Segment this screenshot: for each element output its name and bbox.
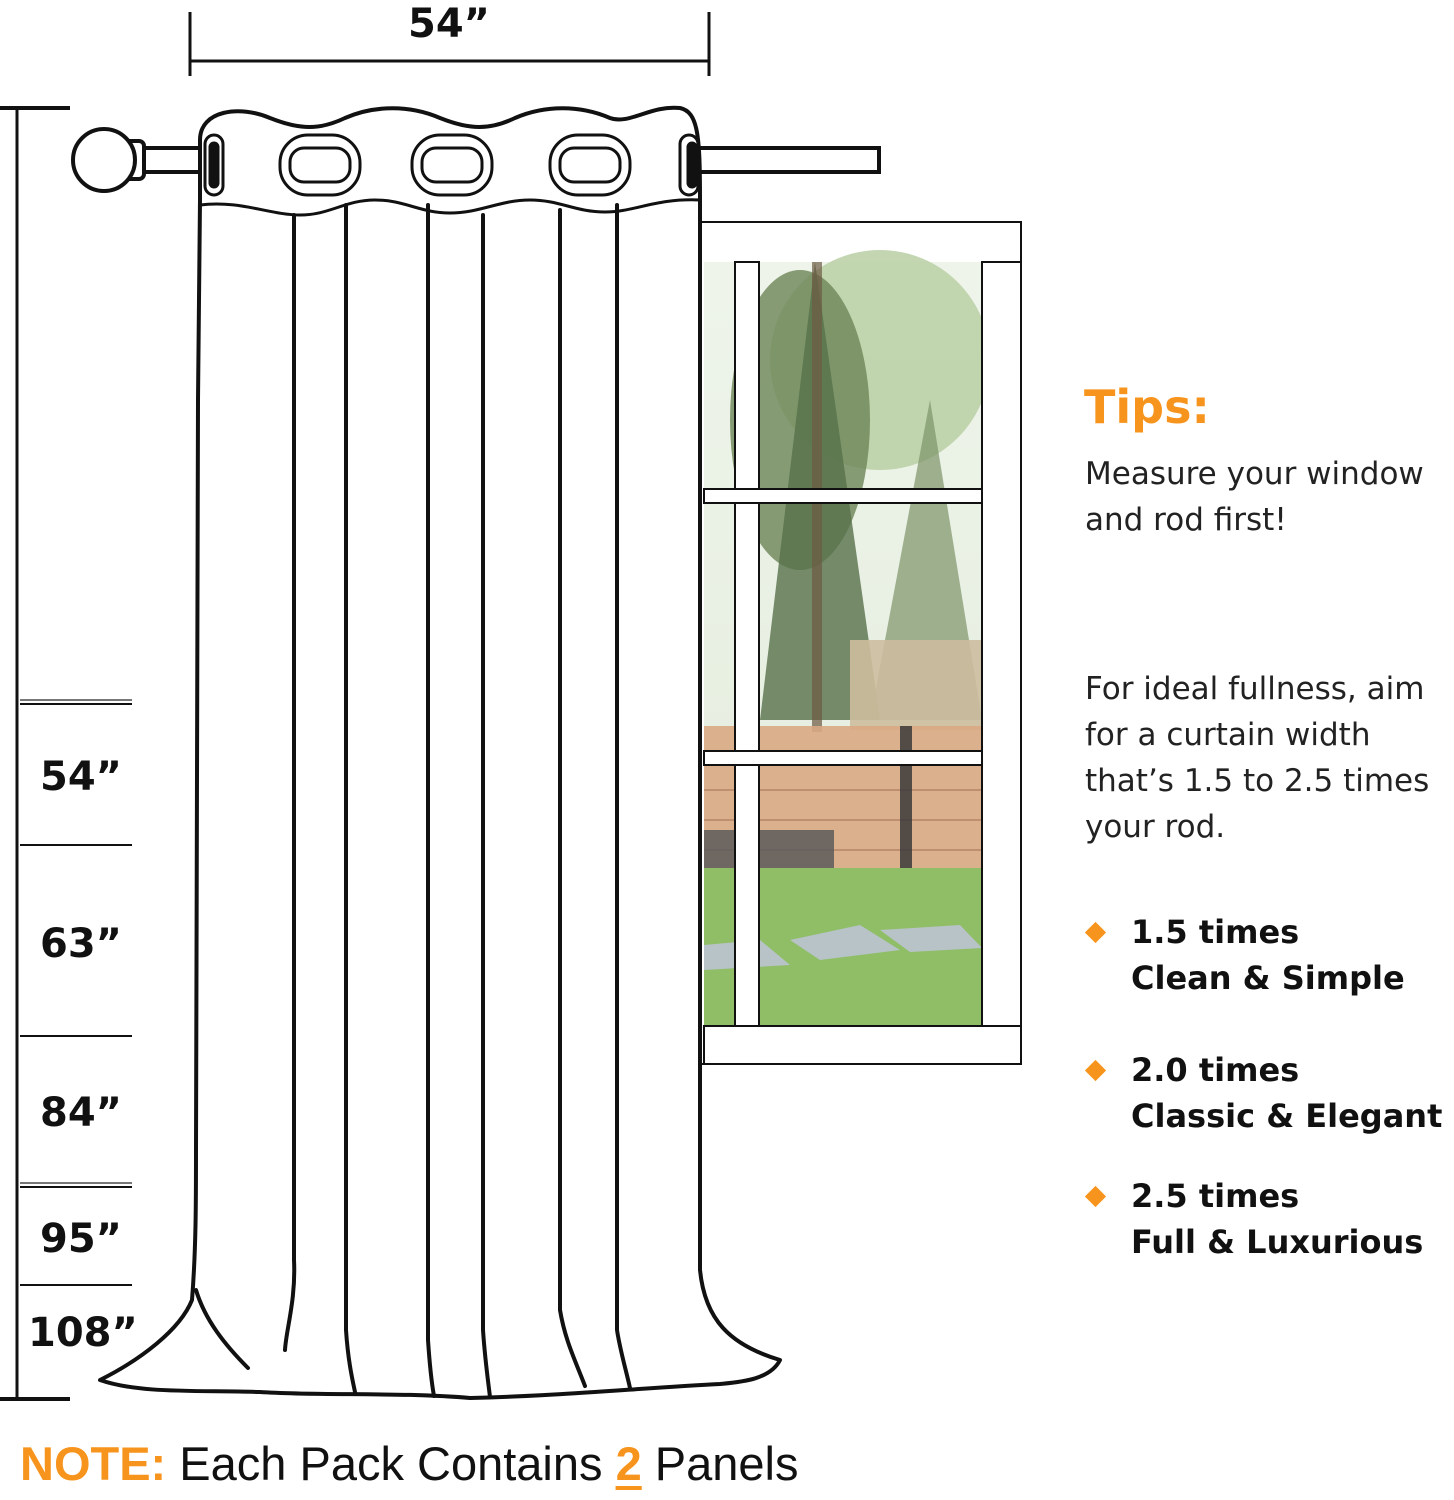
tips-title: Tips: [1084, 380, 1210, 434]
window [699, 221, 1022, 1065]
grommets [203, 133, 700, 197]
note-label: NOTE: [20, 1437, 167, 1490]
length-label-95: 95” [40, 1216, 122, 1262]
tip-fullness: For ideal fullness, aim for a curtain wi… [1085, 671, 1430, 845]
width-label: 54” [408, 1, 490, 47]
option-multiplier: 1.5 times [1131, 913, 1300, 951]
note: NOTE: Each Pack Contains 2 Panels [20, 1440, 799, 1487]
width-dimension [188, 12, 711, 76]
option-style: Clean & Simple [1131, 959, 1405, 997]
option-style: Classic & Elegant [1131, 1097, 1443, 1135]
length-label-84: 84” [40, 1090, 122, 1136]
option-multiplier: 2.5 times [1131, 1177, 1300, 1215]
length-label-63: 63” [40, 921, 122, 967]
option-multiplier: 2.0 times [1131, 1051, 1300, 1089]
tip-measure: Measure your window and rod first! [1085, 456, 1424, 538]
length-label-108: 108” [28, 1310, 138, 1356]
curtain-panel [98, 105, 782, 1400]
length-label-54: 54” [40, 754, 122, 800]
note-text-after: Panels [654, 1437, 799, 1490]
length-dimension [0, 106, 132, 1401]
note-text-before: Each Pack Contains [179, 1437, 603, 1490]
option-style: Full & Luxurious [1131, 1223, 1424, 1261]
note-count: 2 [615, 1437, 642, 1490]
